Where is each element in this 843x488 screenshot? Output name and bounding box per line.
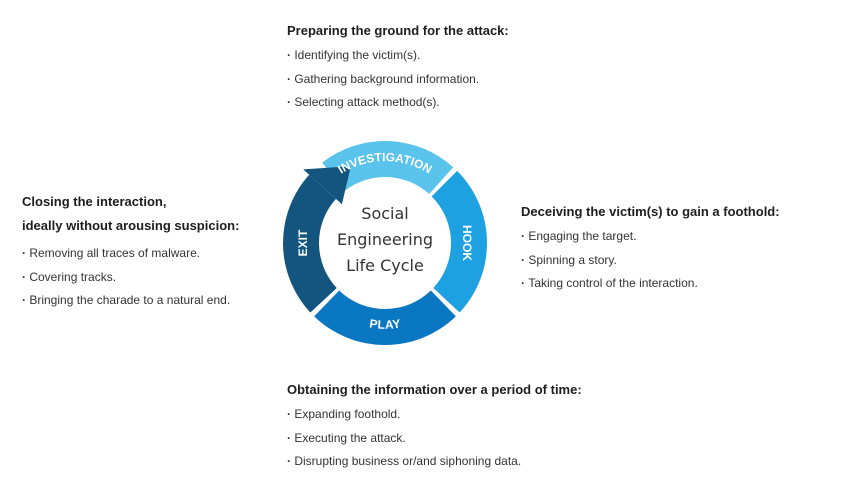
exit-label: EXIT bbox=[296, 229, 310, 256]
investigation-description: Preparing the ground for the attack: Ide… bbox=[287, 22, 509, 115]
list-item: Taking control of the interaction. bbox=[521, 272, 780, 296]
play-segment bbox=[314, 290, 456, 346]
life-cycle-diagram: INVESTIGATION HOOK PLAY EXIT Social Engi… bbox=[283, 140, 487, 346]
hook-description: Deceiving the victim(s) to gain a footho… bbox=[521, 203, 780, 296]
list-item: Executing the attack. bbox=[287, 427, 582, 451]
investigation-segment bbox=[322, 140, 454, 194]
list-item: Covering tracks. bbox=[22, 266, 239, 290]
hook-segment bbox=[431, 170, 487, 313]
list-item: Disrupting business or/and siphoning dat… bbox=[287, 450, 582, 474]
exit-title-line2: ideally without arousing suspicion: bbox=[22, 218, 240, 233]
play-label: PLAY bbox=[369, 317, 402, 332]
list-item: Gathering background information. bbox=[287, 68, 509, 92]
exit-title-line1: Closing the interaction, bbox=[22, 194, 167, 209]
list-item: Expanding foothold. bbox=[287, 403, 582, 427]
investigation-list: Identifying the victim(s). Gathering bac… bbox=[287, 44, 509, 115]
exit-list: Removing all traces of malware. Covering… bbox=[22, 242, 239, 313]
list-item: Selecting attack method(s). bbox=[287, 91, 509, 115]
play-description: Obtaining the information over a period … bbox=[287, 381, 582, 474]
play-title: Obtaining the information over a period … bbox=[287, 382, 582, 397]
hook-label: HOOK bbox=[460, 225, 474, 261]
list-item: Bringing the charade to a natural end. bbox=[22, 289, 239, 313]
cycle-arrowhead-icon bbox=[303, 166, 351, 205]
investigation-title: Preparing the ground for the attack: bbox=[287, 23, 509, 38]
exit-description: Closing the interaction, ideally without… bbox=[22, 190, 239, 313]
hook-list: Engaging the target. Spinning a story. T… bbox=[521, 225, 780, 296]
list-item: Identifying the victim(s). bbox=[287, 44, 509, 68]
exit-segment bbox=[283, 174, 337, 313]
center-title-line2: Engineering bbox=[337, 230, 433, 249]
center-title-line3: Life Cycle bbox=[346, 256, 424, 275]
hook-title: Deceiving the victim(s) to gain a footho… bbox=[521, 204, 780, 219]
list-item: Engaging the target. bbox=[521, 225, 780, 249]
list-item: Spinning a story. bbox=[521, 249, 780, 273]
play-list: Expanding foothold. Executing the attack… bbox=[287, 403, 582, 474]
list-item: Removing all traces of malware. bbox=[22, 242, 239, 266]
center-title-line1: Social bbox=[361, 204, 408, 223]
